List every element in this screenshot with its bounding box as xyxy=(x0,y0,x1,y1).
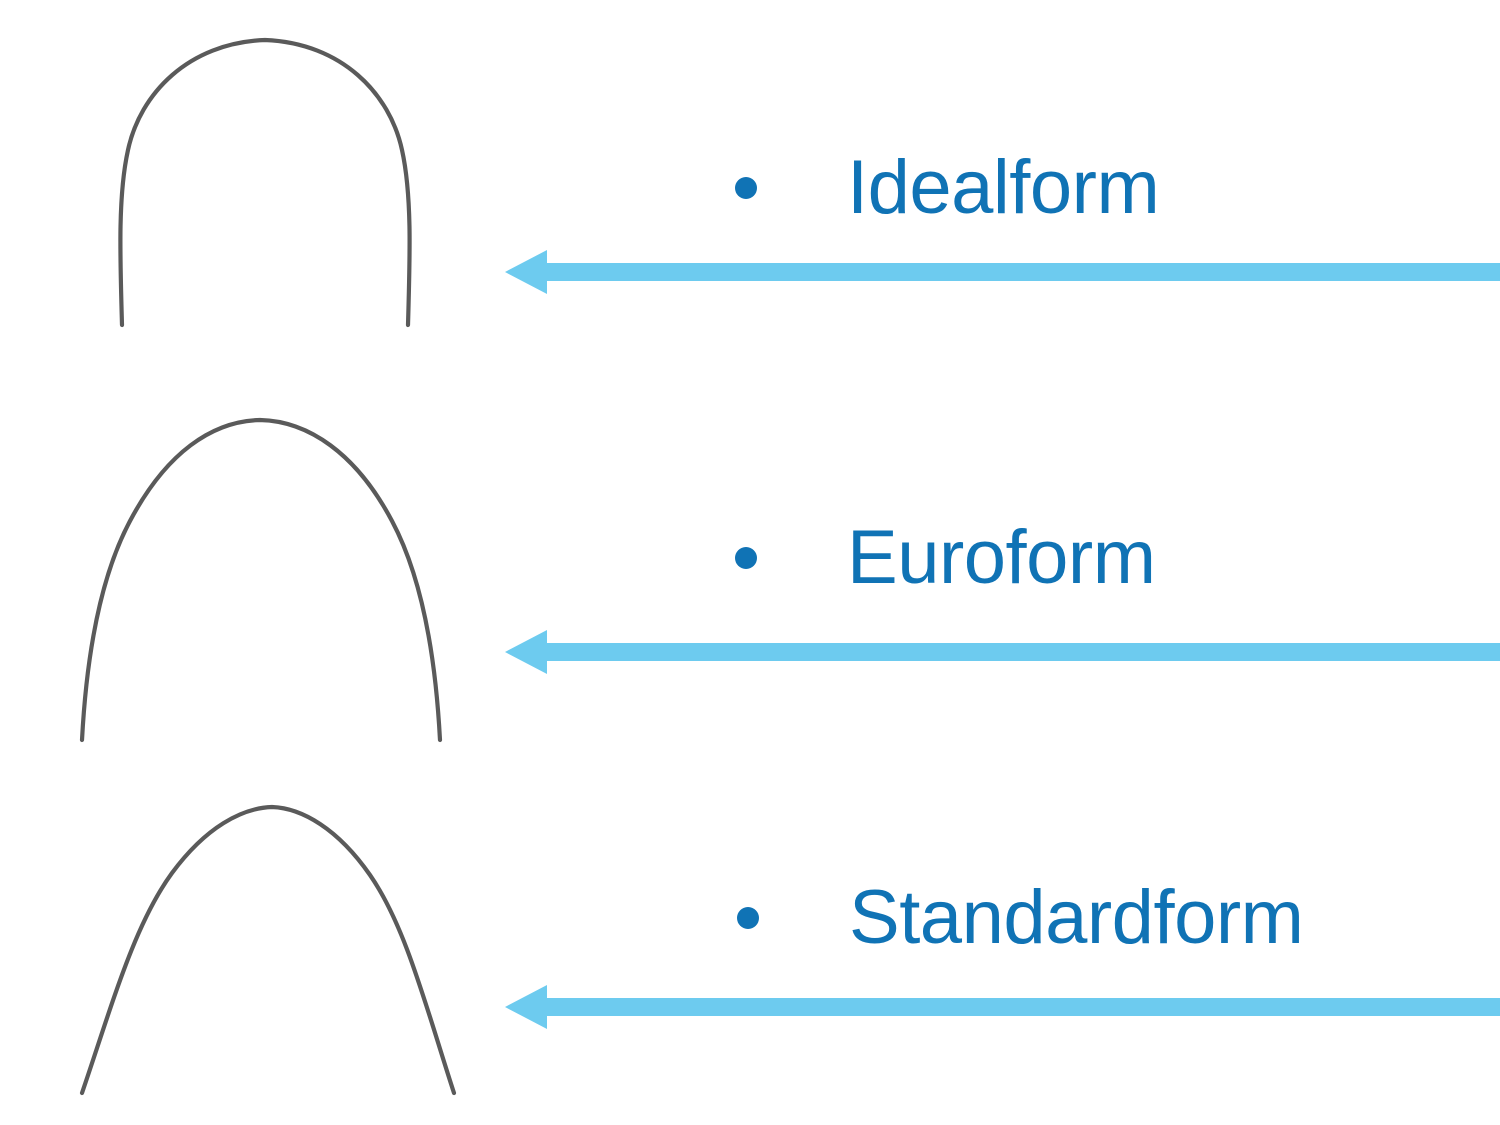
arrow-left-euroform xyxy=(505,628,1500,676)
bullet-row-euroform: Euroform xyxy=(735,520,1156,596)
bullet-row-standardform: Standardform xyxy=(737,875,1304,960)
archwire-euroform xyxy=(60,395,460,755)
bullet-point-icon xyxy=(735,547,757,569)
arrow-left-idealform xyxy=(505,248,1500,296)
bullet-row-idealform: Idealform xyxy=(735,145,1160,230)
archwire-standardform xyxy=(60,775,480,1105)
bullet-point-icon xyxy=(737,907,759,929)
bullet-point-icon xyxy=(735,177,757,199)
archwire-idealform xyxy=(60,10,460,350)
label-euroform: Euroform xyxy=(847,515,1156,600)
label-standardform: Standardform xyxy=(849,875,1304,960)
arrow-left-standardform xyxy=(505,983,1500,1031)
label-idealform: Idealform xyxy=(847,145,1160,230)
